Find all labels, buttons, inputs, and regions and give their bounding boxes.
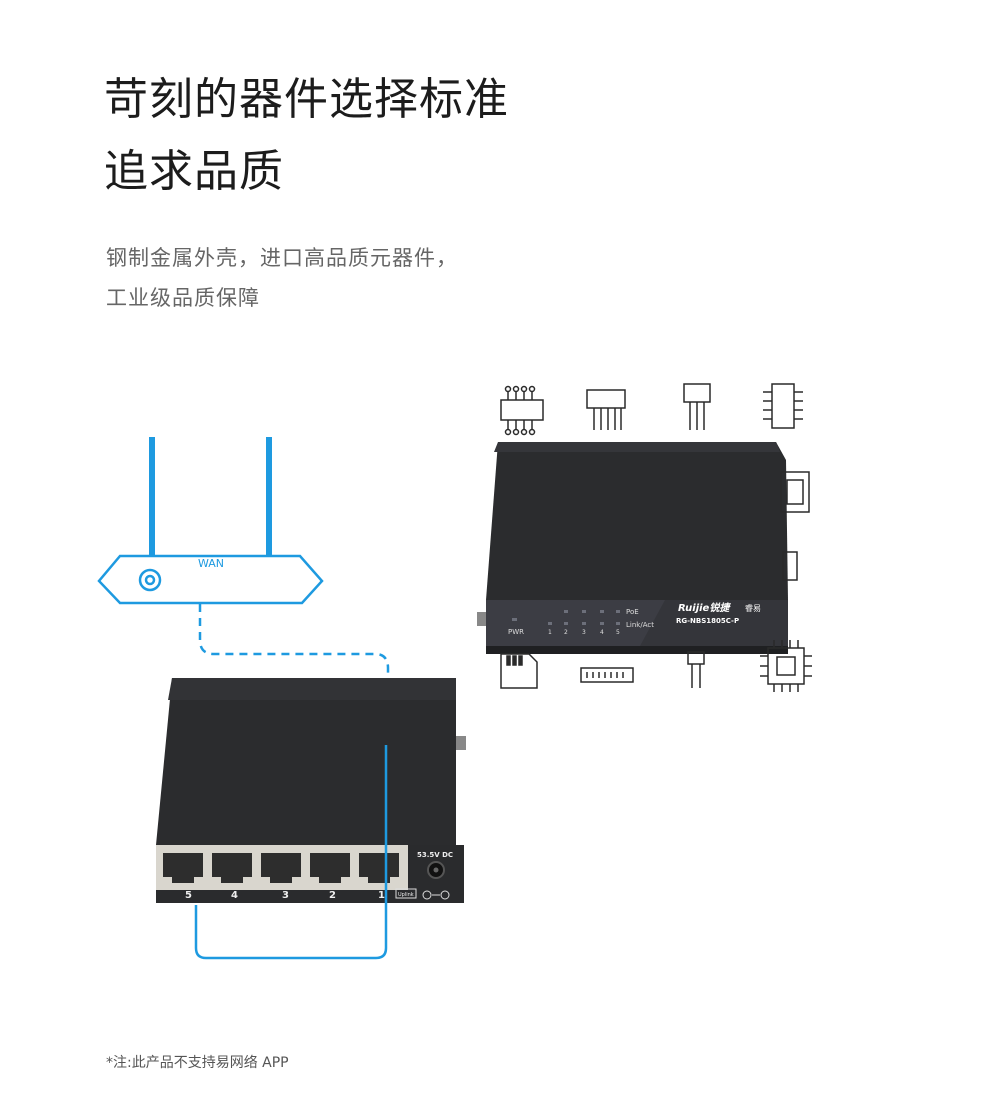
pwr-label: PWR (508, 628, 524, 636)
headline-line-2: 追求品质 (104, 146, 284, 197)
front-port-2: 2 (329, 890, 336, 901)
poe-label: PoE (626, 608, 639, 616)
sub-brand: 睿易 (745, 604, 761, 613)
headline-line-1: 苛刻的器件选择标准 (104, 74, 509, 125)
flat-connector-icon (580, 667, 634, 683)
front-port-1: 1 (378, 890, 385, 901)
wan-label: WAN (198, 557, 224, 570)
power-label: 53.5V DC (417, 851, 453, 859)
subtitle-line-2: 工业级品质保障 (106, 286, 260, 310)
cable-icon (687, 651, 705, 688)
back-port-4: 4 (600, 629, 604, 636)
cpu-chip-icon (760, 640, 812, 692)
uplink-cable (194, 745, 388, 960)
model-label: RG-NBS1805C-P (676, 617, 739, 625)
side-chip-icon (780, 471, 810, 513)
link-act-label: Link/Act (626, 621, 654, 629)
back-port-5: 5 (616, 629, 620, 636)
front-port-3: 3 (282, 890, 289, 901)
footnote: *注:此产品不支持易网络 APP (106, 1055, 289, 1071)
sd-card-icon (500, 653, 538, 689)
ic-chip-icon (763, 383, 803, 429)
front-port-4: 4 (231, 890, 238, 901)
switch-front-view (156, 678, 466, 903)
connector-header-icon (586, 389, 626, 430)
resistor-network-icon (500, 385, 544, 436)
switch-back-view (477, 442, 788, 654)
subtitle-line-1: 钢制金属外壳，进口高品质元器件， (106, 246, 458, 270)
pin-connector-icon (683, 383, 711, 430)
front-port-5: 5 (185, 890, 192, 901)
uplink-label: Uplink (398, 892, 414, 898)
back-port-3: 3 (582, 629, 586, 636)
back-port-2: 2 (564, 629, 568, 636)
back-port-1: 1 (548, 629, 552, 636)
side-connector-icon (782, 551, 798, 581)
brand-logo: Ruijie锐捷 (678, 602, 731, 614)
router-icon (97, 437, 324, 605)
